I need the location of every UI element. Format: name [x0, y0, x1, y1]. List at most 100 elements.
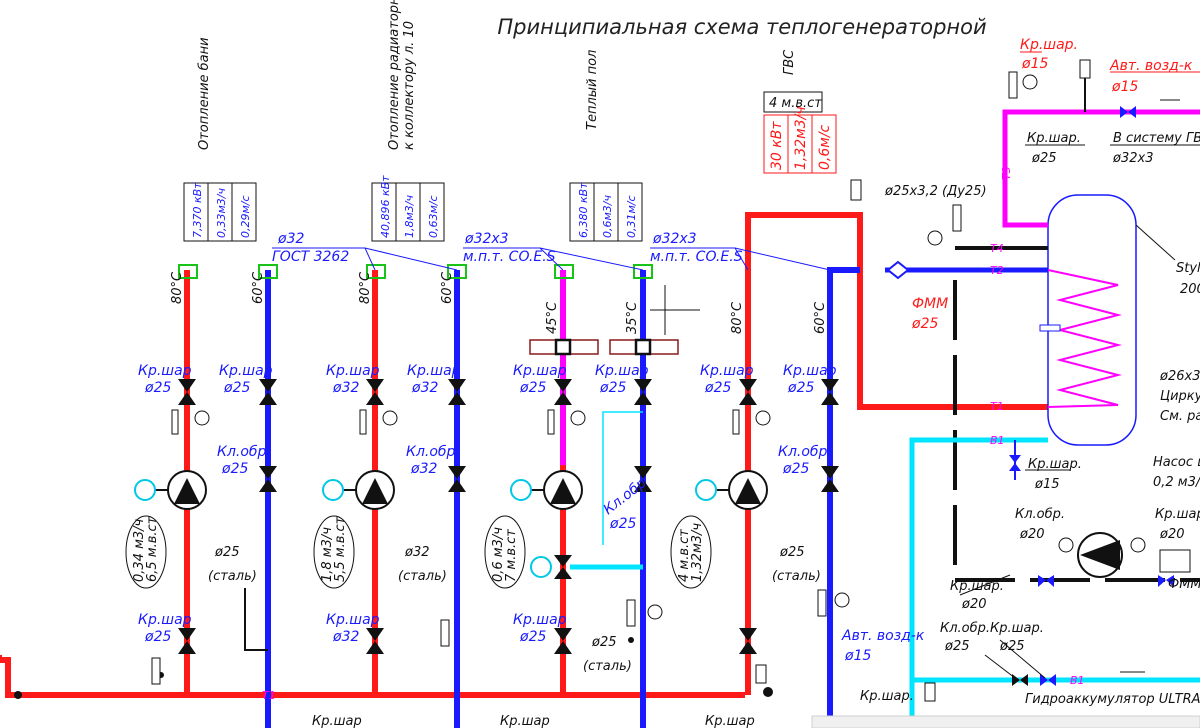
- svg-text:4 м.в.ст: 4 м.в.ст: [677, 529, 692, 582]
- svg-text:ø25x3,2 (Ду25): ø25x3,2 (Ду25): [884, 184, 987, 199]
- svg-text:Кл.обр.: Кл.обр.: [940, 621, 990, 636]
- svg-text:Кр.шар: Кр.шар: [326, 612, 380, 628]
- dhw-tank: Style 200: [1039, 194, 1200, 446]
- svg-text:T1: T1: [262, 689, 276, 702]
- circuit-2-info-box: 40,896 кВт 1,8м3/ч 0,63м/с: [371, 175, 445, 242]
- svg-text:Кр.шар: Кр.шар: [219, 363, 273, 379]
- svg-text:м.п.т. CO.E.S: м.п.т. CO.E.S: [650, 249, 743, 265]
- svg-text:ø25: ø25: [779, 545, 805, 560]
- svg-text:Отопление радиаторное: Отопление радиаторное: [387, 0, 402, 150]
- svg-text:Гидроаккумулятор ULTRA-PRO: Гидроаккумулятор ULTRA-PRO: [1025, 692, 1200, 707]
- svg-text:Кр.шар.: Кр.шар.: [1027, 131, 1081, 146]
- svg-text:ø20: ø20: [961, 597, 987, 612]
- svg-text:ГВС: ГВС: [782, 49, 797, 75]
- svg-text:0,6м3/ч: 0,6м3/ч: [601, 195, 614, 238]
- svg-text:ø20: ø20: [1019, 527, 1045, 542]
- scheme-title: Принципиальная схема теплогенераторной: [497, 15, 986, 39]
- svg-text:80°С: 80°С: [730, 301, 745, 334]
- svg-text:Кр.шар: Кр.шар: [783, 363, 837, 379]
- svg-text:ФММ: ФММ: [912, 296, 948, 312]
- circuit-3: Теплый пол 6,380 кВт 0,6м3/ч 0,31м/с 45°…: [484, 50, 700, 728]
- svg-text:ø25: ø25: [1031, 151, 1057, 166]
- svg-text:ø32x3: ø32x3: [1112, 151, 1153, 166]
- right-labels: Кр.шар. ø15 Авт. возд-к ø15 Кр.шар. ø25 …: [262, 37, 1200, 707]
- svg-text:60°С: 60°С: [813, 301, 828, 334]
- svg-text:ø25: ø25: [704, 380, 731, 396]
- circuit-4-info-box: 4 м.в.ст 30 кВт 1,32м3/ч 0,6м/с: [763, 91, 837, 174]
- svg-text:Кр.шар: Кр.шар: [700, 363, 754, 379]
- svg-text:к коллектору л. 10: к коллектору л. 10: [402, 21, 417, 150]
- svg-text:ФММ: ФММ: [1168, 577, 1200, 592]
- svg-text:ø25: ø25: [591, 635, 617, 650]
- bottom-labels: Кр.шар Кр.шар Кр.шар: [312, 714, 1200, 728]
- svg-text:Кр.шар: Кр.шар: [513, 363, 567, 379]
- svg-text:ø25: ø25: [214, 545, 240, 560]
- svg-text:Теплый пол: Теплый пол: [585, 50, 600, 130]
- svg-text:0,34 м3/ч: 0,34 м3/ч: [132, 518, 147, 582]
- svg-text:ø25: ø25: [223, 380, 250, 396]
- svg-text:6,5 м.в.ст: 6,5 м.в.ст: [145, 516, 160, 582]
- svg-text:Авт. возд-к: Авт. возд-к: [1109, 58, 1193, 74]
- svg-text:ø15: ø15: [1021, 56, 1048, 72]
- svg-text:ø25: ø25: [999, 639, 1025, 654]
- svg-text:ø25: ø25: [787, 380, 814, 396]
- svg-text:60°С: 60°С: [251, 271, 266, 304]
- svg-text:Насос ц: Насос ц: [1153, 455, 1200, 470]
- svg-text:ø25: ø25: [782, 461, 809, 477]
- svg-text:Кр.шар: Кр.шар: [500, 714, 550, 728]
- svg-text:(сталь): (сталь): [583, 659, 632, 674]
- circuit-3-info-box: 6,380 кВт 0,6м3/ч 0,31м/с: [569, 182, 643, 242]
- svg-text:ø32: ø32: [332, 380, 359, 396]
- svg-text:0,29м/с: 0,29м/с: [239, 195, 252, 238]
- svg-text:0,31м/с: 0,31м/с: [625, 195, 638, 238]
- svg-text:ø32: ø32: [410, 461, 437, 477]
- svg-text:м.п.т. CO.E.S: м.п.т. CO.E.S: [463, 249, 556, 265]
- svg-text:Кр.шар: Кр.шар: [312, 714, 362, 728]
- svg-text:Кр.шар: Кр.шар: [513, 612, 567, 628]
- svg-text:Кр.шар.: Кр.шар.: [1155, 507, 1200, 522]
- svg-text:Кр.шар: Кр.шар: [138, 612, 192, 628]
- svg-text:0,63м/с: 0,63м/с: [427, 195, 440, 238]
- svg-text:ø15: ø15: [844, 648, 871, 664]
- svg-text:7,370 кВт: 7,370 кВт: [191, 182, 204, 238]
- svg-text:ГОСТ 3262: ГОСТ 3262: [272, 249, 349, 265]
- svg-text:200: 200: [1180, 282, 1200, 297]
- svg-text:0,6 м3/ч: 0,6 м3/ч: [491, 527, 506, 582]
- svg-text:ø32: ø32: [277, 231, 304, 247]
- svg-text:T3: T3: [1000, 166, 1013, 180]
- svg-text:ø32x3: ø32x3: [464, 231, 509, 247]
- svg-text:Кл.обр: Кл.обр: [778, 444, 828, 460]
- svg-text:T1: T1: [990, 400, 1004, 413]
- svg-text:0,33м3/ч: 0,33м3/ч: [215, 188, 228, 238]
- svg-text:1,8 м3/ч: 1,8 м3/ч: [320, 527, 335, 582]
- svg-text:ø25: ø25: [944, 639, 970, 654]
- svg-text:(сталь): (сталь): [398, 569, 447, 584]
- circuit-1-name: Отопление бани: [197, 37, 212, 150]
- svg-text:Кр.шар: Кр.шар: [138, 363, 192, 379]
- svg-text:ø32x3: ø32x3: [652, 231, 697, 247]
- svg-text:1,32м3/ч: 1,32м3/ч: [793, 106, 809, 170]
- svg-text:См. разд: См. разд: [1160, 409, 1200, 424]
- right-piping: [885, 51, 1200, 728]
- svg-text:Кл.обр: Кл.обр: [217, 444, 267, 460]
- svg-text:ø15: ø15: [1034, 477, 1060, 492]
- svg-text:1,8м3/ч: 1,8м3/ч: [403, 195, 416, 238]
- svg-text:Style: Style: [1176, 261, 1200, 276]
- svg-text:ø20: ø20: [1159, 527, 1185, 542]
- svg-text:T4: T4: [990, 242, 1004, 255]
- svg-text:B1: B1: [990, 434, 1005, 447]
- svg-text:6,380 кВт: 6,380 кВт: [577, 182, 590, 238]
- svg-text:Кр.шар.: Кр.шар.: [860, 689, 914, 704]
- svg-text:ø25: ø25: [911, 316, 938, 332]
- svg-text:1,32м3/ч: 1,32м3/ч: [690, 523, 705, 582]
- svg-text:Кр.шар: Кр.шар: [407, 363, 461, 379]
- svg-text:35°С: 35°С: [625, 301, 640, 334]
- svg-text:ø32: ø32: [411, 380, 438, 396]
- circuit-1: Отопление бани 7,370 кВт 0,33м3/ч 0,29м/…: [125, 37, 278, 728]
- svg-text:ø25: ø25: [144, 380, 171, 396]
- svg-text:Кр.шар: Кр.шар: [705, 714, 755, 728]
- svg-text:ø25: ø25: [599, 380, 626, 396]
- svg-text:30 кВт: 30 кВт: [769, 121, 785, 170]
- svg-text:ø32: ø32: [332, 629, 359, 645]
